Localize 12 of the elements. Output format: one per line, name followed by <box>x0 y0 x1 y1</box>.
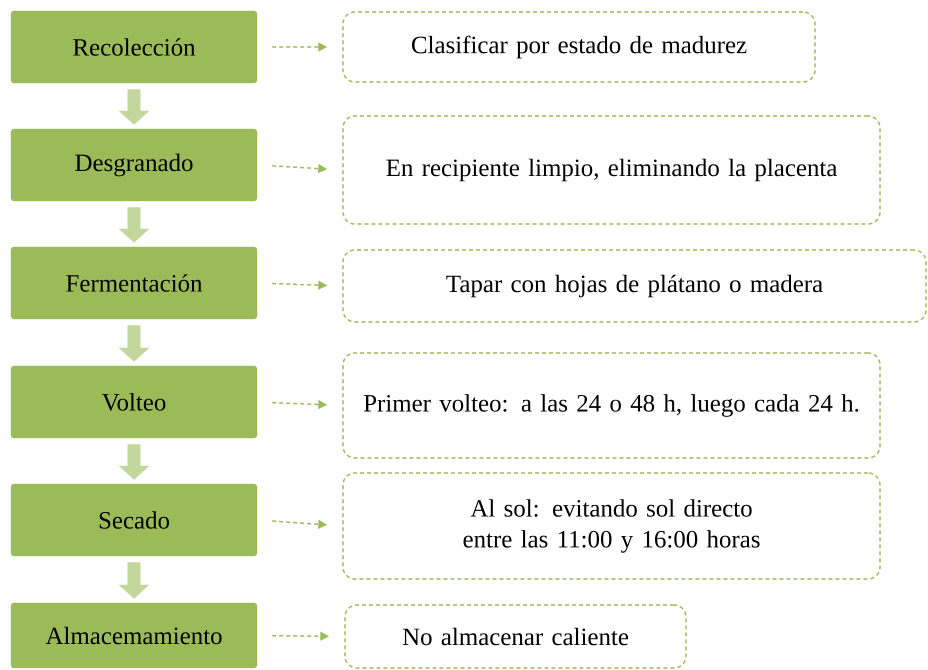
step-box: Almacemamiento <box>10 602 258 668</box>
step-box: Desgranado <box>10 128 258 202</box>
note-box: Clasificar por estado de madurez <box>342 11 816 83</box>
step-box: Fermentación <box>10 246 258 320</box>
step-box: Secado <box>10 484 258 556</box>
note-box: No almacenar caliente <box>344 604 687 669</box>
step-box: Recolección <box>10 10 258 84</box>
note-box: Tapar con hojas de plátano o madera <box>342 249 927 323</box>
step-box: Volteo <box>10 366 258 438</box>
note-box: Al sol: evitando sol directo entre las 11:00 y 16:00 horas <box>342 472 881 580</box>
note-box: Primer volteo: a las 24 o 48 h, luego cada 24 h. <box>342 352 881 459</box>
note-box: En recipiente limpio, eliminando la placenta <box>342 115 881 225</box>
